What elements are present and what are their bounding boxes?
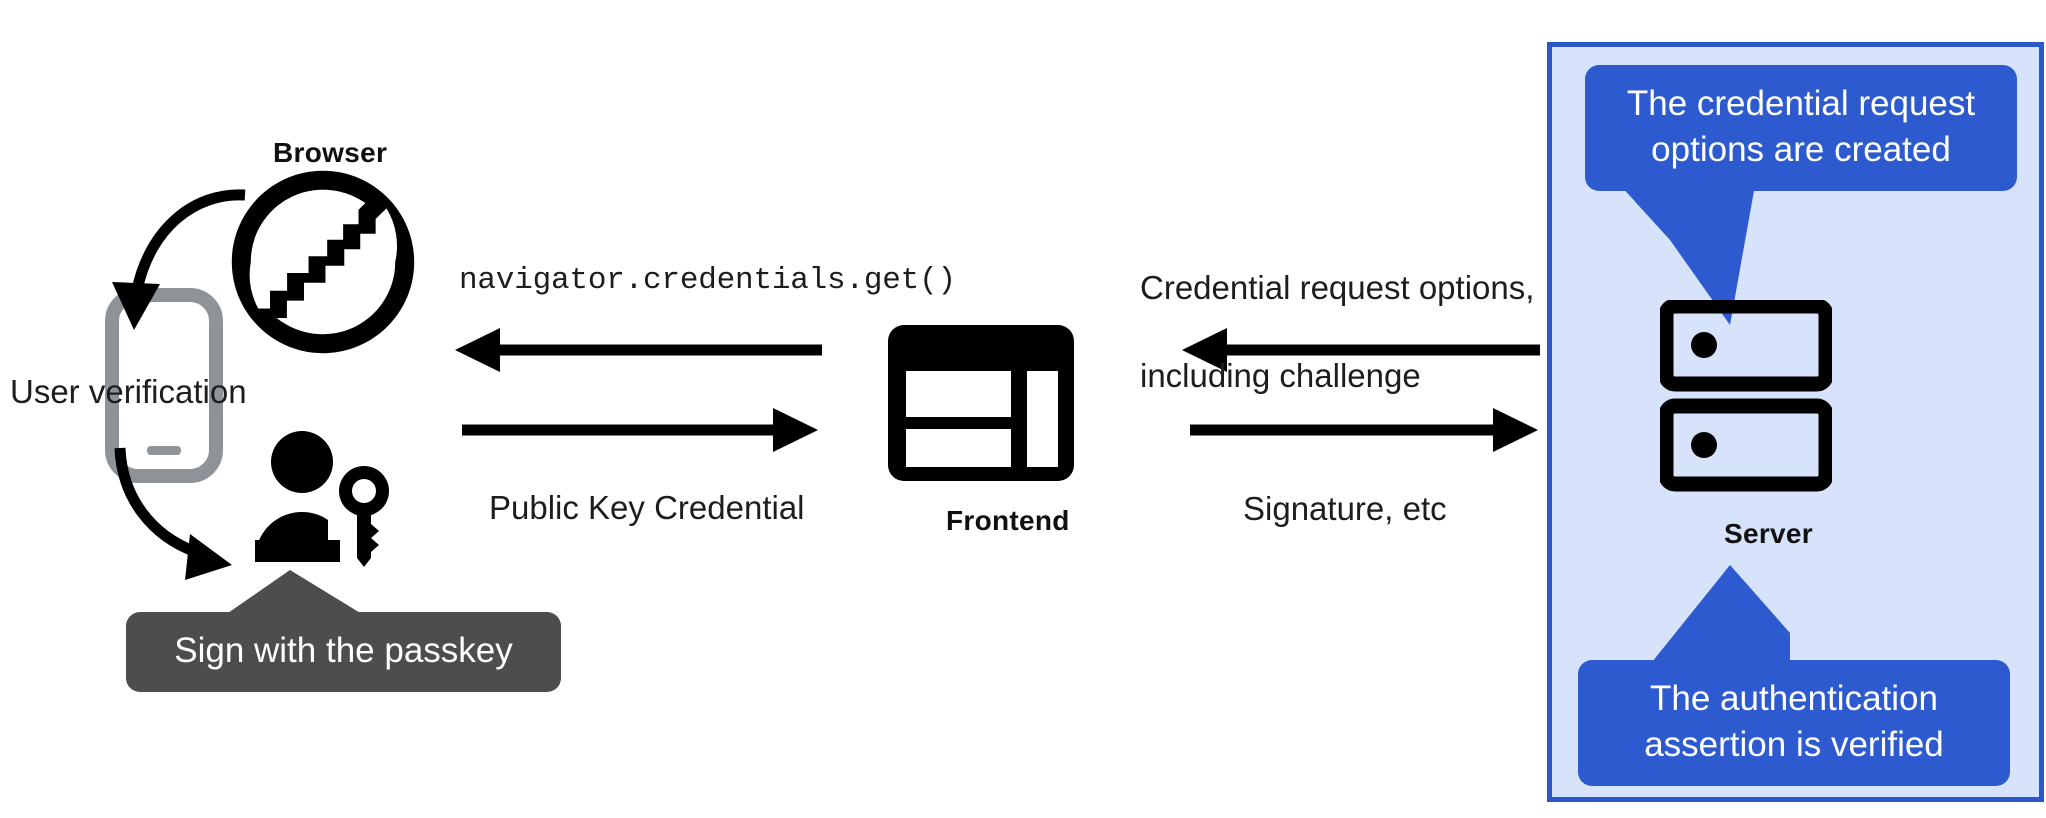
server-rack-icon xyxy=(1660,300,1832,492)
label-signature-etc: Signature, etc xyxy=(1243,490,1447,527)
callout-top-line1: The credential request xyxy=(1626,84,1976,123)
credential-options-line1: Credential request options, xyxy=(1140,269,1535,306)
callout-credential-request-options: The credential request options are creat… xyxy=(1585,65,2017,191)
globe-icon xyxy=(231,170,415,354)
label-public-key-credential: Public Key Credential xyxy=(489,489,805,526)
label-credential-request-options: Credential request options, including ch… xyxy=(1140,222,1534,442)
arrow-browser-to-frontend xyxy=(462,408,818,452)
passkey-tooltip: Sign with the passkey xyxy=(126,612,561,692)
label-user-verification: User verification xyxy=(10,373,247,410)
frontend-wireframe-icon xyxy=(888,325,1074,481)
server-label: Server xyxy=(1724,518,1813,549)
arrow-frontend-to-browser xyxy=(455,328,822,372)
passkey-tooltip-text: Sign with the passkey xyxy=(174,631,513,670)
person-with-key-icon xyxy=(255,431,389,567)
callout-bottom-tail xyxy=(1640,565,1790,677)
passkey-tooltip-tail xyxy=(215,570,375,622)
callout-bottom-line1: The authentication xyxy=(1650,679,1938,718)
callout-authentication-assertion: The authentication assertion is verified xyxy=(1578,660,2010,786)
browser-label: Browser xyxy=(273,137,388,168)
frontend-label: Frontend xyxy=(946,505,1070,536)
callout-top-line2: options are created xyxy=(1651,130,1951,169)
callout-top-tail xyxy=(1620,185,1755,325)
callout-bottom-line2: assertion is verified xyxy=(1644,725,1944,764)
credential-options-line2: including challenge xyxy=(1140,357,1421,394)
label-navigator-credentials-get: navigator.credentials.get() xyxy=(459,263,956,298)
